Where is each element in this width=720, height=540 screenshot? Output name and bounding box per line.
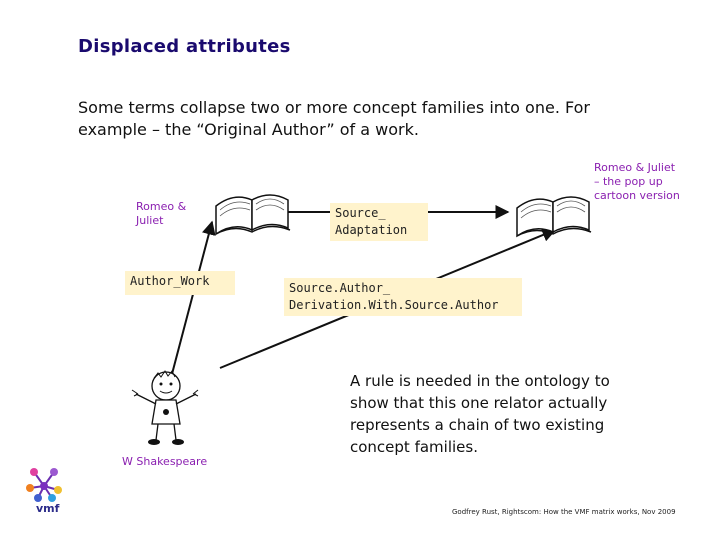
vmf-logo-icon [26, 468, 62, 502]
page-title: Displaced attributes [78, 36, 291, 57]
book-icon [215, 194, 291, 236]
arrow-figure-to-book [171, 220, 216, 375]
footer-credit: Godfrey Rust, Rightscom: How the VMF mat… [452, 508, 676, 516]
author-work-box: Author_Work [125, 271, 235, 295]
romeo-juliet-label: Romeo & Juliet [136, 200, 187, 227]
vmf-logo-text: vmf [36, 502, 60, 515]
source-author-box: Source.Author_ Derivation.With.Source.Au… [284, 278, 522, 316]
romeo-juliet-cartoon-label: Romeo & Juliet – the pop up cartoon vers… [594, 161, 680, 202]
source-adaptation-box: Source_ Adaptation [330, 203, 428, 241]
intro-text: Some terms collapse two or more concept … [78, 98, 590, 139]
rule-text: A rule is needed in the ontology to show… [350, 372, 610, 456]
book-icon [516, 196, 592, 238]
cartoon-figure-icon [131, 370, 199, 445]
shakespeare-label: W Shakespeare [122, 455, 208, 468]
